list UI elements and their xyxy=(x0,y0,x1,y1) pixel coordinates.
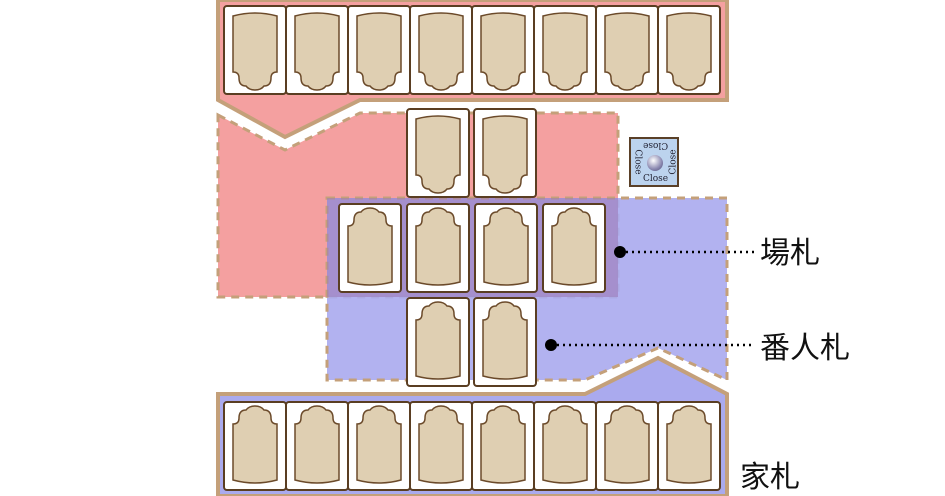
player-hand-card[interactable] xyxy=(285,401,349,491)
opponent-hand-card[interactable] xyxy=(657,5,721,95)
player-hand-card[interactable] xyxy=(657,401,721,491)
opponent-hand-card[interactable] xyxy=(471,5,535,95)
field-cards-label: 場札 xyxy=(760,236,820,271)
player-guard-card[interactable] xyxy=(406,297,470,387)
field-card[interactable] xyxy=(474,203,538,293)
player-hand-card[interactable] xyxy=(533,401,597,491)
house-cards-label: 家札 xyxy=(740,460,800,495)
player-hand-card[interactable] xyxy=(409,401,473,491)
opponent-hand-card[interactable] xyxy=(347,5,411,95)
guard-cards-label: 番人札 xyxy=(760,331,850,366)
field-card[interactable] xyxy=(338,203,402,293)
field-card[interactable] xyxy=(406,203,470,293)
opponent-hand-card[interactable] xyxy=(595,5,659,95)
close-text-bottom: Close xyxy=(643,174,669,184)
close-knob-icon xyxy=(647,155,663,171)
player-hand-card[interactable] xyxy=(223,401,287,491)
close-text-left: Close xyxy=(632,149,643,175)
field-pointer xyxy=(614,246,755,258)
player-hand-card[interactable] xyxy=(595,401,659,491)
opponent-hand-card[interactable] xyxy=(533,5,597,95)
opponent-hand-card[interactable] xyxy=(409,5,473,95)
player-guard-card[interactable] xyxy=(473,297,537,387)
opponent-guard-card[interactable] xyxy=(406,108,470,198)
close-text-top: Close xyxy=(643,140,669,150)
guard-pointer xyxy=(545,339,755,351)
close-button[interactable]: Close Close Close Close xyxy=(629,137,679,187)
field-card[interactable] xyxy=(542,203,606,293)
opponent-hand-card[interactable] xyxy=(223,5,287,95)
close-text-right: Close xyxy=(668,149,679,175)
opponent-guard-card[interactable] xyxy=(473,108,537,198)
player-hand-card[interactable] xyxy=(347,401,411,491)
opponent-hand-card[interactable] xyxy=(285,5,349,95)
player-hand-card[interactable] xyxy=(471,401,535,491)
